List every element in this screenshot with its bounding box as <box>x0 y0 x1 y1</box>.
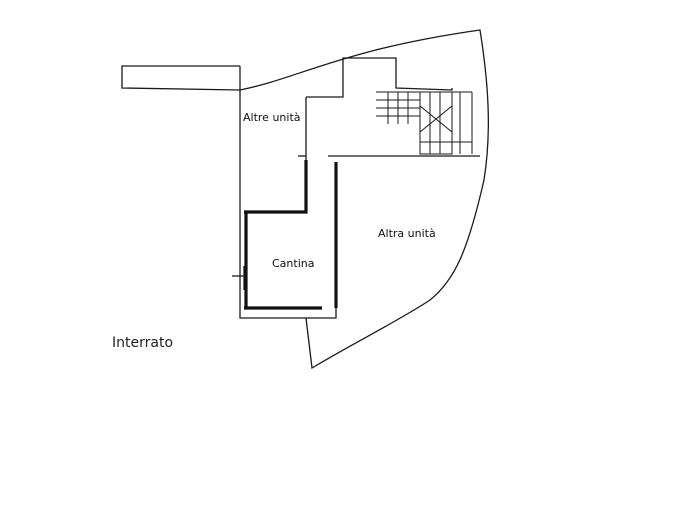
floor-label: Interrato <box>112 335 173 351</box>
label-altra-unita: Altra unità <box>378 227 436 240</box>
staircase <box>376 91 473 155</box>
upper-perimeter <box>121 65 241 91</box>
plot-boundary <box>239 29 490 370</box>
left-wall <box>239 90 306 319</box>
inner-step-walls <box>306 57 453 98</box>
label-altre-unita: Altre unità <box>243 111 301 124</box>
label-cantina: Cantina <box>272 257 314 270</box>
cantina-wall-upper <box>244 160 308 214</box>
